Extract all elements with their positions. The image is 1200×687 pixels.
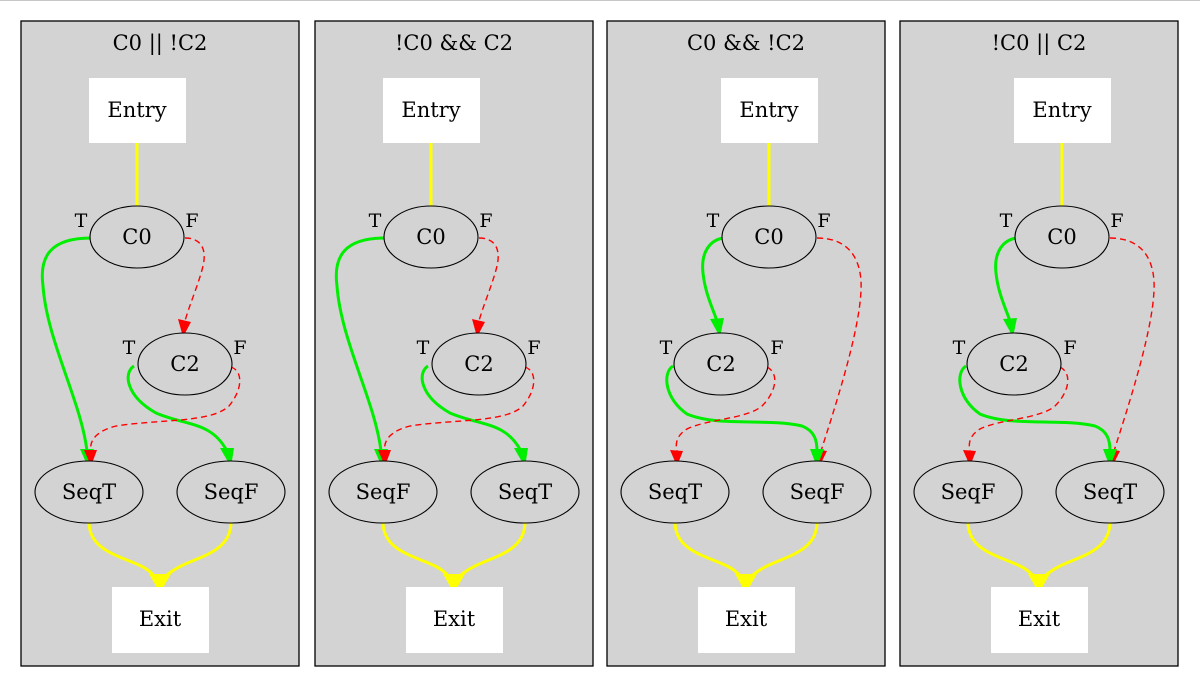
panel-title: C0 && !C2 — [687, 31, 805, 55]
condition-label: C2 — [999, 352, 1028, 376]
false-port-label: F — [185, 210, 198, 232]
true-port-label: T — [1000, 210, 1013, 232]
exit-label: Exit — [1018, 607, 1061, 631]
false-port-label: F — [479, 210, 492, 232]
condition-label: C2 — [464, 352, 493, 376]
panel-title: !C0 && C2 — [395, 31, 513, 55]
true-port-label: T — [707, 210, 720, 232]
seq-node-left — [328, 460, 438, 524]
true-port-label: T — [369, 210, 382, 232]
false-port-label: F — [817, 210, 830, 232]
condition-label: C0 — [754, 225, 783, 249]
condition-label: C0 — [416, 225, 445, 249]
condition-node-c2 — [966, 332, 1062, 396]
seq-node-left — [620, 460, 730, 524]
condition-label: C2 — [170, 352, 199, 376]
seq-label: SeqT — [498, 480, 552, 504]
true-port-label: T — [123, 337, 136, 359]
condition-node-c0 — [89, 205, 185, 269]
exit-label: Exit — [433, 607, 476, 631]
false-port-label: F — [1063, 337, 1076, 359]
exit-label: Exit — [725, 607, 768, 631]
seq-label: SeqT — [62, 480, 116, 504]
seq-node-right — [176, 460, 286, 524]
condition-node-c0 — [721, 205, 817, 269]
seq-node-left — [913, 460, 1023, 524]
entry-node — [89, 78, 186, 143]
entry-label: Entry — [107, 98, 166, 122]
false-port-label: F — [770, 337, 783, 359]
false-port-label: F — [527, 337, 540, 359]
entry-node — [721, 78, 818, 143]
panel-title: C0 || !C2 — [113, 31, 208, 56]
condition-label: C0 — [1047, 225, 1076, 249]
true-port-label: T — [953, 337, 966, 359]
seq-node-left — [34, 460, 144, 524]
condition-node-c2 — [673, 332, 769, 396]
true-port-label: T — [660, 337, 673, 359]
true-port-label: T — [417, 337, 430, 359]
seq-label: SeqT — [648, 480, 702, 504]
seq-label: SeqF — [356, 480, 411, 504]
entry-label: Entry — [739, 98, 798, 122]
seq-node-right — [470, 460, 580, 524]
entry-label: Entry — [1032, 98, 1091, 122]
condition-node-c0 — [1014, 205, 1110, 269]
exit-label: Exit — [139, 607, 182, 631]
entry-label: Entry — [401, 98, 460, 122]
seq-label: SeqF — [204, 480, 259, 504]
exit-node — [991, 587, 1088, 653]
seq-label: SeqF — [790, 480, 845, 504]
seq-node-right — [762, 460, 872, 524]
seq-label: SeqT — [1083, 480, 1137, 504]
condition-label: C0 — [122, 225, 151, 249]
condition-node-c2 — [431, 332, 527, 396]
entry-node — [383, 78, 480, 143]
panel-title: !C0 || C2 — [992, 31, 1087, 56]
seq-label: SeqF — [941, 480, 996, 504]
false-port-label: F — [233, 337, 246, 359]
false-port-label: F — [1110, 210, 1123, 232]
condition-node-c2 — [137, 332, 233, 396]
window-top-border — [0, 0, 1200, 1]
exit-node — [112, 587, 209, 653]
true-port-label: T — [75, 210, 88, 232]
entry-node — [1014, 78, 1111, 143]
seq-node-right — [1055, 460, 1165, 524]
exit-node — [406, 587, 503, 653]
exit-node — [698, 587, 795, 653]
condition-node-c0 — [383, 205, 479, 269]
condition-label: C2 — [706, 352, 735, 376]
